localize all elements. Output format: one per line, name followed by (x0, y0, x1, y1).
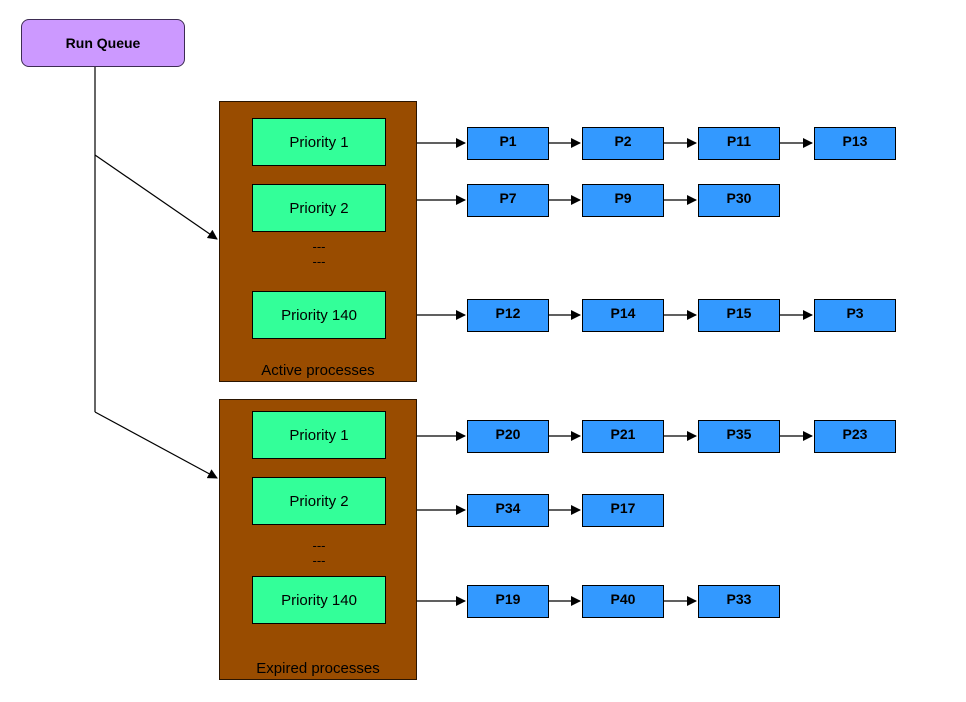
run-queue-node: Run Queue (21, 19, 185, 67)
process-box: P9 (582, 184, 664, 217)
process-box: P17 (582, 494, 664, 527)
process-box: P1 (467, 127, 549, 160)
process-box: P34 (467, 494, 549, 527)
expired-ellipsis-1: --- (312, 538, 326, 553)
process-box: P21 (582, 420, 664, 453)
active-priority-140: Priority 140 (252, 291, 386, 339)
process-box: P40 (582, 585, 664, 618)
expired-priority-1: Priority 1 (252, 411, 386, 459)
process-box: P15 (698, 299, 780, 332)
active-processes-label: Active processes (261, 362, 375, 379)
active-priority-2: Priority 2 (252, 184, 386, 232)
process-box: P30 (698, 184, 780, 217)
expired-priority-2: Priority 2 (252, 477, 386, 525)
process-box: P23 (814, 420, 896, 453)
process-box: P14 (582, 299, 664, 332)
process-box: P13 (814, 127, 896, 160)
process-box: P3 (814, 299, 896, 332)
process-box: P11 (698, 127, 780, 160)
expired-ellipsis-2: --- (312, 553, 326, 568)
process-box: P7 (467, 184, 549, 217)
process-box: P2 (582, 127, 664, 160)
process-box: P35 (698, 420, 780, 453)
process-box: P12 (467, 299, 549, 332)
expired-processes-label: Expired processes (256, 660, 380, 677)
expired-priority-140: Priority 140 (252, 576, 386, 624)
active-ellipsis-1: --- (312, 239, 326, 254)
active-ellipsis-2: --- (312, 254, 326, 269)
process-box: P20 (467, 420, 549, 453)
active-priority-1: Priority 1 (252, 118, 386, 166)
process-box: P19 (467, 585, 549, 618)
run-queue-to-active-arrow (94, 154, 218, 240)
run-queue-to-expired-arrow (94, 411, 218, 479)
process-box: P33 (698, 585, 780, 618)
